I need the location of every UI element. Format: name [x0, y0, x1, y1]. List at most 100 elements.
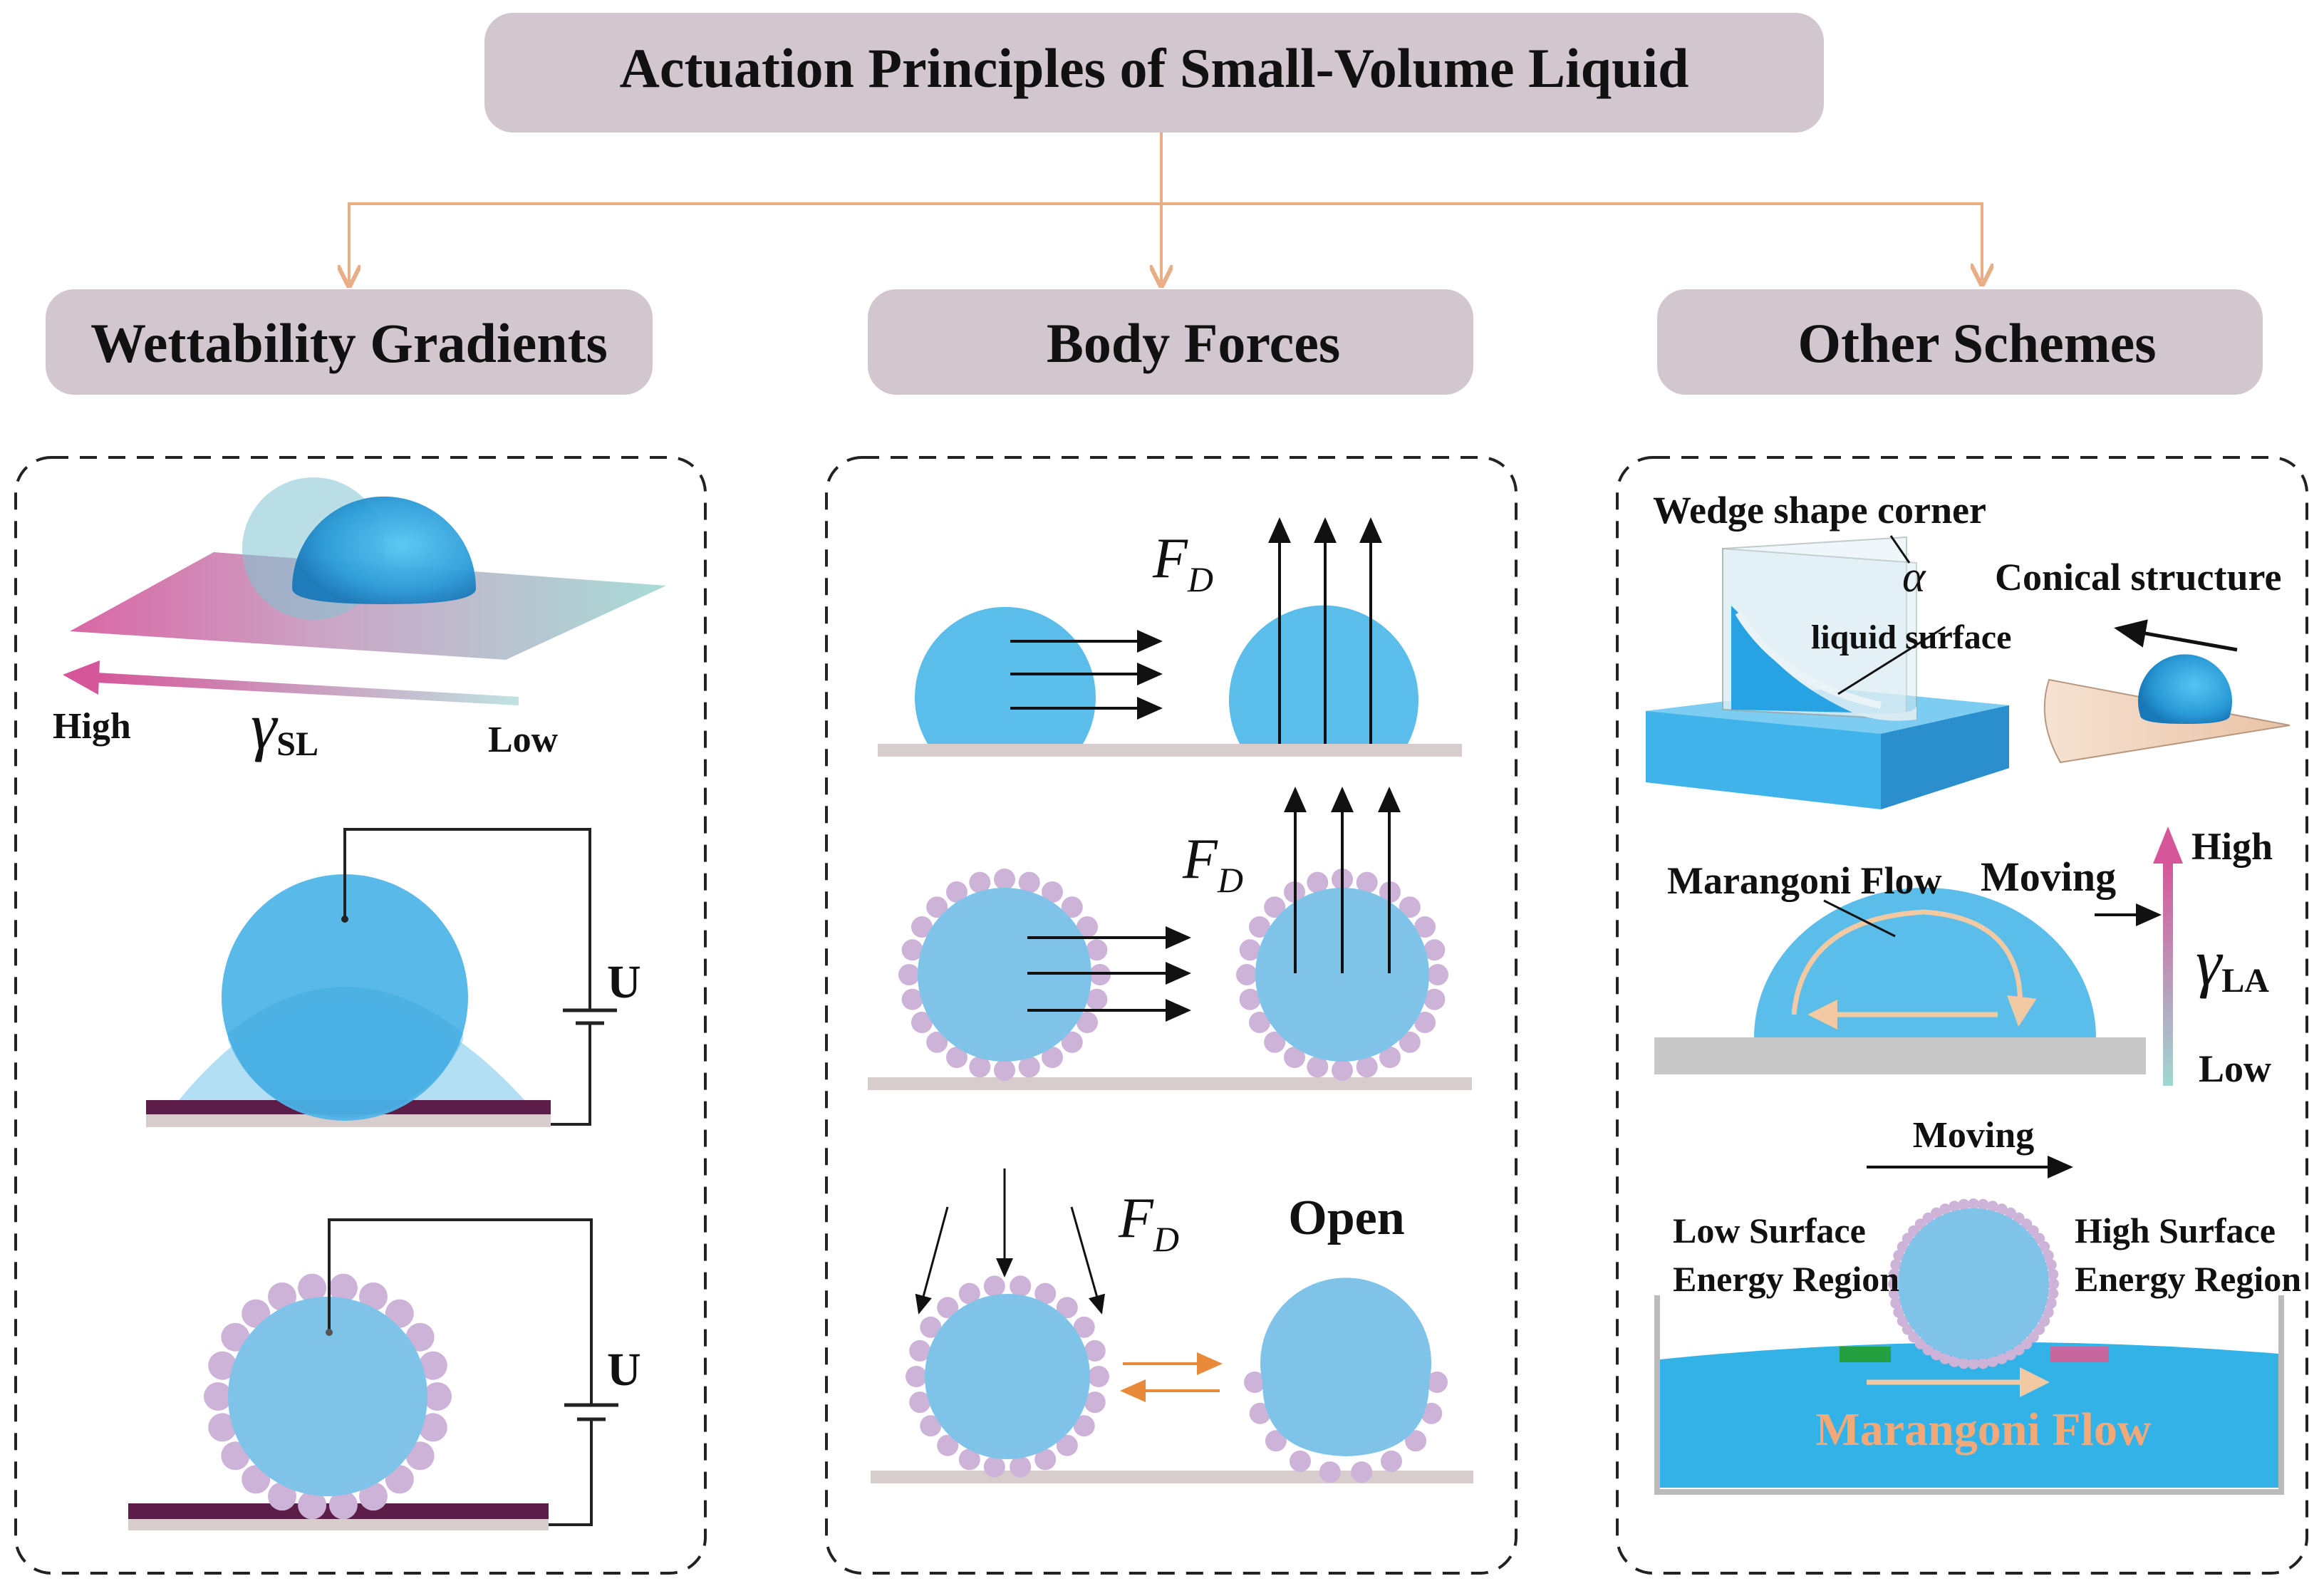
particle	[1086, 988, 1108, 1010]
droplet	[2138, 654, 2232, 724]
particle	[1958, 1198, 1970, 1211]
particle	[1939, 1203, 1951, 1216]
droplet	[228, 1297, 427, 1496]
force-label: FD	[1152, 527, 1213, 599]
particle	[1996, 1352, 2008, 1364]
particle	[423, 1382, 452, 1411]
particle	[926, 1031, 948, 1053]
gamma-symbol: γSL	[251, 690, 318, 763]
particle	[359, 1282, 388, 1311]
particle	[1893, 1250, 1905, 1262]
particle	[1249, 1402, 1271, 1424]
particle-ring	[204, 1273, 452, 1520]
particle	[983, 1456, 1005, 1478]
marangoni-particle-scheme: Moving Low Surface Energy Region High Su…	[1654, 1115, 2301, 1495]
particle-ring-partial	[1244, 1372, 1448, 1483]
particle	[958, 1282, 980, 1305]
particle	[359, 1482, 388, 1511]
particle	[1018, 871, 1040, 893]
particle	[1426, 1372, 1448, 1393]
particle	[1914, 1218, 1926, 1230]
particle	[1986, 1201, 1998, 1213]
particle	[1888, 1287, 1900, 1300]
particle	[2038, 1315, 2050, 1327]
particle	[909, 1391, 931, 1414]
liquid-surface-label: liquid surface	[1811, 618, 2011, 656]
particle	[1249, 916, 1270, 938]
particle	[1264, 896, 1286, 918]
voltage-label: U	[607, 956, 641, 1008]
particle	[1399, 896, 1421, 918]
particle	[2027, 1225, 2039, 1237]
particle	[2020, 1337, 2033, 1349]
particle	[2033, 1323, 2045, 1335]
particle	[1088, 1366, 1109, 1387]
low-label: Low	[2199, 1047, 2271, 1090]
particle	[1042, 881, 1063, 903]
title-box: Actuation Principles of Small-Volume Liq…	[484, 13, 1824, 133]
particle	[969, 1056, 991, 1078]
conical-label: Conical structure	[1995, 556, 2281, 598]
particle	[2038, 1241, 2050, 1253]
particle	[1056, 1434, 1078, 1456]
particle	[1061, 896, 1083, 918]
particle	[1968, 1198, 1979, 1210]
particle	[920, 1316, 942, 1338]
wedge-label: Wedge shape corner	[1653, 489, 1986, 532]
body-force-row-3: FD Open	[871, 1168, 1473, 1483]
low-surface-label-2: Energy Region	[1673, 1259, 1899, 1299]
particle	[2033, 1233, 2045, 1245]
wettability-gradient-plane: High Low γSL	[53, 477, 666, 763]
particle	[1931, 1349, 1942, 1361]
particle	[1977, 1357, 1989, 1369]
particle	[298, 1491, 327, 1520]
particle	[405, 1322, 435, 1352]
particle	[937, 1297, 959, 1319]
low-energy-region	[1840, 1347, 1891, 1362]
particle	[1084, 1391, 1106, 1414]
particle	[221, 1322, 250, 1352]
low-surface-label: Low Surface	[1673, 1211, 1866, 1250]
particle	[2042, 1250, 2054, 1262]
particle-ring-small	[1888, 1198, 2059, 1369]
label-low: Low	[488, 720, 559, 760]
particle-ring	[906, 1275, 1109, 1478]
force-label: FD	[1182, 828, 1243, 900]
title: Actuation Principles of Small-Volume Liq…	[620, 37, 1689, 99]
particle	[1902, 1323, 1914, 1335]
conical-structure-scheme: Conical structure	[1995, 556, 2291, 764]
particle	[994, 1059, 1015, 1081]
particle	[2045, 1259, 2057, 1271]
particle	[418, 1351, 447, 1380]
particle	[1084, 1339, 1106, 1362]
particle	[1405, 1430, 1427, 1452]
particle	[1086, 939, 1108, 961]
marangoni-droplet-scheme: Marangoni Flow Moving High Low γLA	[1654, 825, 2273, 1090]
electrowetting-circuit: U	[146, 828, 641, 1127]
moving-label: Moving	[1913, 1115, 2034, 1156]
particle	[2047, 1287, 2059, 1300]
moving-label: Moving	[1981, 854, 2116, 900]
particle	[901, 988, 923, 1010]
alpha-label: α	[1902, 553, 1926, 601]
category-label: Body Forces	[1047, 312, 1340, 374]
particle	[2013, 1344, 2025, 1356]
body-force-row-2: FD	[868, 787, 1472, 1090]
marangoni-flow-label: Marangoni Flow	[1815, 1404, 2151, 1456]
droplet	[1898, 1208, 2049, 1359]
particle	[268, 1282, 296, 1311]
open-label: Open	[1288, 1191, 1404, 1245]
particle	[1307, 1056, 1329, 1078]
particle	[1319, 1461, 1341, 1483]
particle	[1332, 1059, 1353, 1081]
particle	[1077, 916, 1098, 938]
particle	[204, 1382, 232, 1411]
particle	[1042, 1047, 1063, 1068]
particle	[994, 869, 1015, 890]
particle	[1010, 1275, 1032, 1297]
particle	[946, 881, 968, 903]
particle	[268, 1482, 296, 1511]
particle	[1290, 1450, 1311, 1472]
particle	[1073, 1415, 1095, 1437]
